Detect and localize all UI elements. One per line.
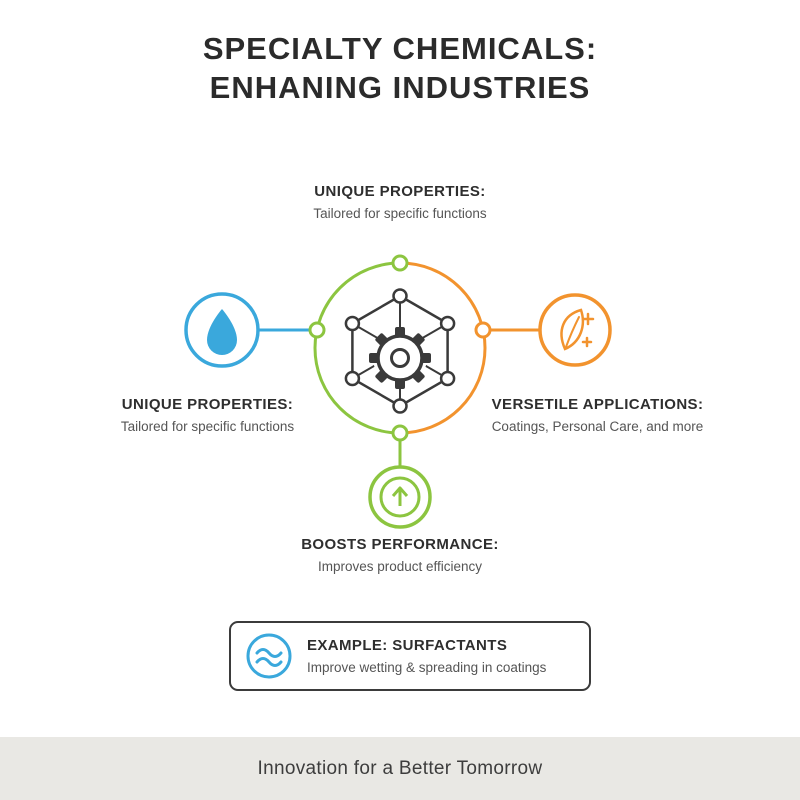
callout-bottom-heading: BOOSTS PERFORMANCE:	[301, 536, 499, 553]
wave-icon	[246, 633, 292, 679]
title-line-1: SPECIALTY CHEMICALS:	[202, 31, 598, 66]
example-subtext: Improve wetting & spreading in coatings	[307, 660, 547, 675]
callout-left-heading: UNIQUE PROPERTIES:	[121, 396, 294, 413]
ring-node-left	[308, 321, 326, 339]
footer-banner: Innovation for a Better Tomorrow	[0, 737, 800, 800]
water-droplet-icon	[184, 292, 260, 368]
page-title: SPECIALTY CHEMICALS: ENHANING INDUSTRIES	[0, 30, 800, 108]
ring-node-top	[391, 254, 409, 272]
callout-top: UNIQUE PROPERTIES: Tailored for specific…	[250, 183, 550, 221]
callout-right-heading: VERSETILE APPLICATIONS:	[491, 396, 704, 413]
ring-node-right	[474, 321, 492, 339]
example-box: EXAMPLE: SURFACTANTS Improve wetting & s…	[229, 621, 591, 691]
molecule-gear-icon	[344, 288, 456, 414]
callout-right-subtext: Coatings, Personal Care, and more	[491, 419, 704, 434]
callout-top-heading: UNIQUE PROPERTIES:	[314, 183, 486, 200]
leaf-sparkle-icon	[538, 293, 612, 367]
callout-right: VERSETILE APPLICATIONS: Coatings, Person…	[465, 396, 730, 434]
callout-top-subtext: Tailored for specific functions	[313, 206, 487, 221]
callout-left: UNIQUE PROPERTIES: Tailored for specific…	[85, 396, 330, 434]
callout-bottom-subtext: Improves product efficiency	[317, 559, 483, 574]
example-heading: EXAMPLE: SURFACTANTS	[307, 637, 508, 654]
arrow-up-circle-icon	[368, 465, 432, 529]
callout-left-subtext: Tailored for specific functions	[120, 419, 295, 434]
ring-green-arc	[313, 261, 401, 435]
callout-bottom: BOOSTS PERFORMANCE: Improves product eff…	[250, 536, 550, 574]
ring-node-bottom	[391, 424, 409, 442]
ring-orange-arc	[399, 261, 487, 435]
footer-text: Innovation for a Better Tomorrow	[257, 757, 543, 779]
title-line-2: ENHANING INDUSTRIES	[209, 69, 591, 105]
example-text: EXAMPLE: SURFACTANTS Improve wetting & s…	[307, 637, 546, 675]
